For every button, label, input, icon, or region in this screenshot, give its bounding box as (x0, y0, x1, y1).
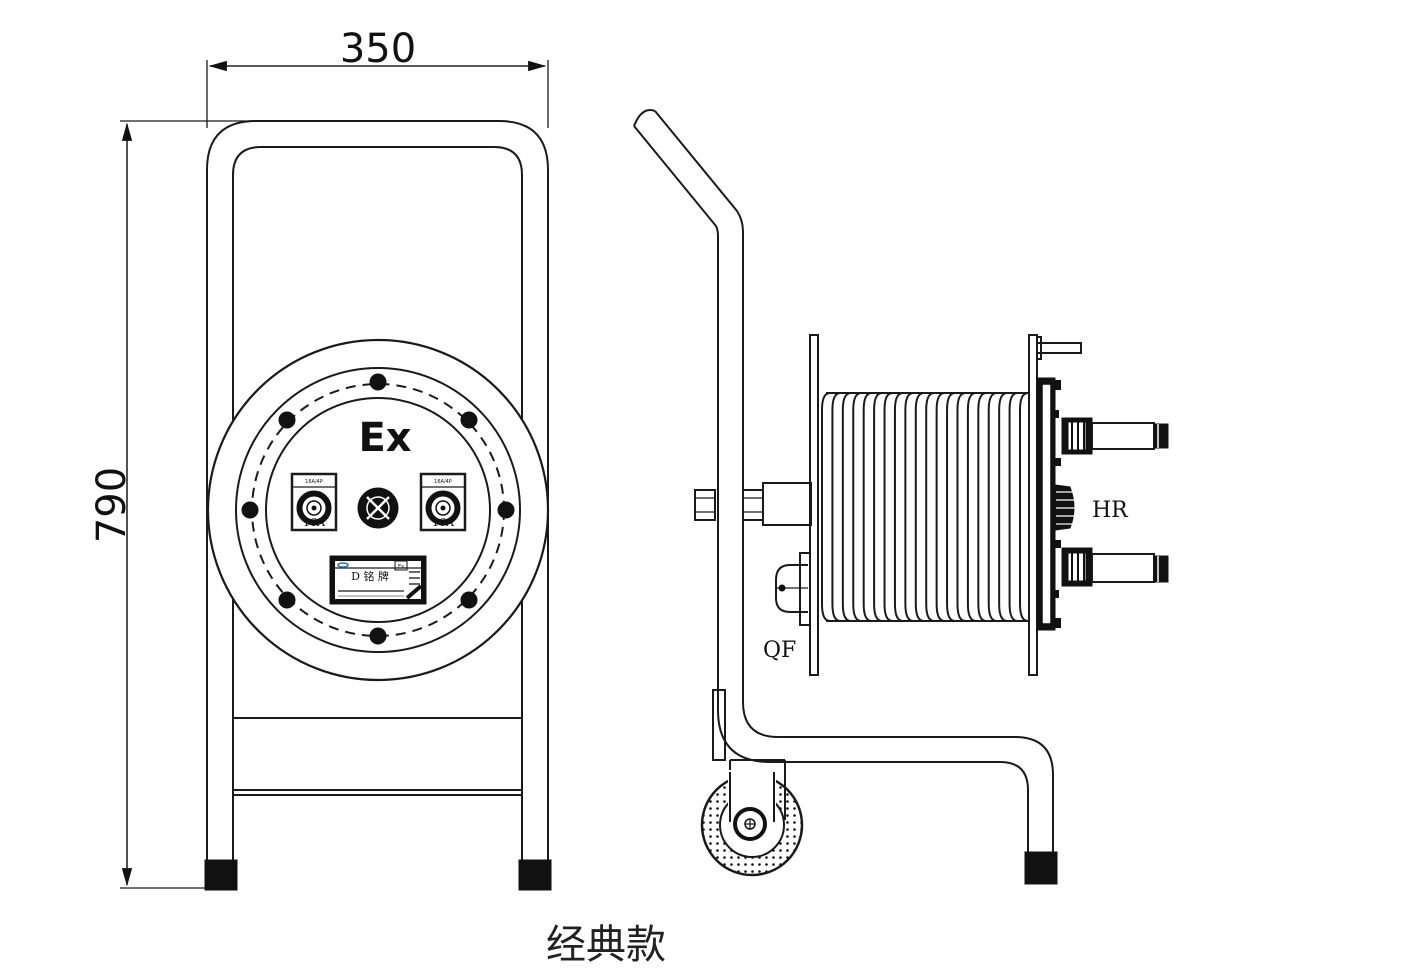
width-dimension: 350 (206, 26, 549, 128)
rear-foot (1024, 851, 1058, 885)
lower-panel (232, 717, 523, 791)
coil-turn (883, 392, 893, 622)
coil-turn (893, 392, 904, 622)
width-label: 350 (340, 26, 416, 72)
axle-nut (694, 489, 716, 521)
socket-left: 16A/4P 16A (290, 472, 338, 532)
frame-inner (232, 146, 523, 872)
coil-turn (925, 392, 935, 622)
socket-right: 16A/4P 16A (419, 472, 467, 532)
reel-flange-right (1028, 334, 1038, 676)
plug-upper (1061, 417, 1169, 455)
frame-outer (206, 120, 549, 872)
reel-flange-left (809, 334, 819, 676)
nameplate-title: D 铭 牌 (351, 569, 389, 583)
coil-turn (1019, 392, 1029, 622)
breaker-qf: QF (763, 552, 811, 663)
left-foot (204, 859, 238, 891)
side-view: QF (633, 109, 1169, 885)
socket-right-rating: 16A (432, 516, 455, 529)
cable-coil (821, 392, 1029, 622)
coil-turn (935, 392, 945, 622)
coil-turn (862, 392, 872, 622)
socket-left-rating: 16A (303, 516, 326, 529)
coil-turn (914, 392, 924, 622)
axle-hub (762, 482, 812, 526)
label-hr: HR (1092, 498, 1129, 523)
support-plate (712, 689, 726, 761)
coil-turn (977, 392, 987, 622)
nameplate: D 铭 牌 Ex (329, 555, 427, 605)
caption: 经典款 (546, 922, 666, 968)
coil-turn (831, 392, 841, 622)
indicator-lamp-icon (357, 487, 399, 529)
coil-turn (966, 392, 977, 622)
lamp-hr: HR (1054, 484, 1129, 531)
height-dimension: 790 (89, 120, 260, 889)
coil-turn (841, 392, 851, 622)
bolts (241, 373, 515, 645)
reel-disc-inner-ring (235, 367, 521, 653)
svg-text:16A/4P: 16A/4P (434, 479, 452, 485)
wheel (700, 770, 804, 877)
height-label: 790 (89, 467, 135, 543)
reel-face (265, 397, 491, 623)
svg-text:Ex: Ex (398, 564, 404, 570)
right-foot (518, 859, 552, 891)
label-qf: QF (763, 638, 796, 663)
coil-turn (821, 392, 831, 622)
coil-turn (852, 392, 862, 622)
coil-turn (1008, 392, 1018, 622)
handle-tube-inner (654, 110, 1054, 857)
coil-turn (998, 392, 1008, 622)
coil-turn (946, 392, 956, 622)
coil-turn (987, 392, 997, 622)
coil-turn (873, 392, 883, 622)
plug-lower (1061, 547, 1169, 587)
coil-turn (904, 392, 914, 622)
coil-turn (956, 392, 966, 622)
front-view: Ex 16A/4P 16A 16A/4P (204, 120, 552, 891)
svg-text:16A/4P: 16A/4P (305, 479, 323, 485)
handle-tube-outer (633, 125, 1029, 857)
ex-mark: Ex (358, 415, 411, 461)
